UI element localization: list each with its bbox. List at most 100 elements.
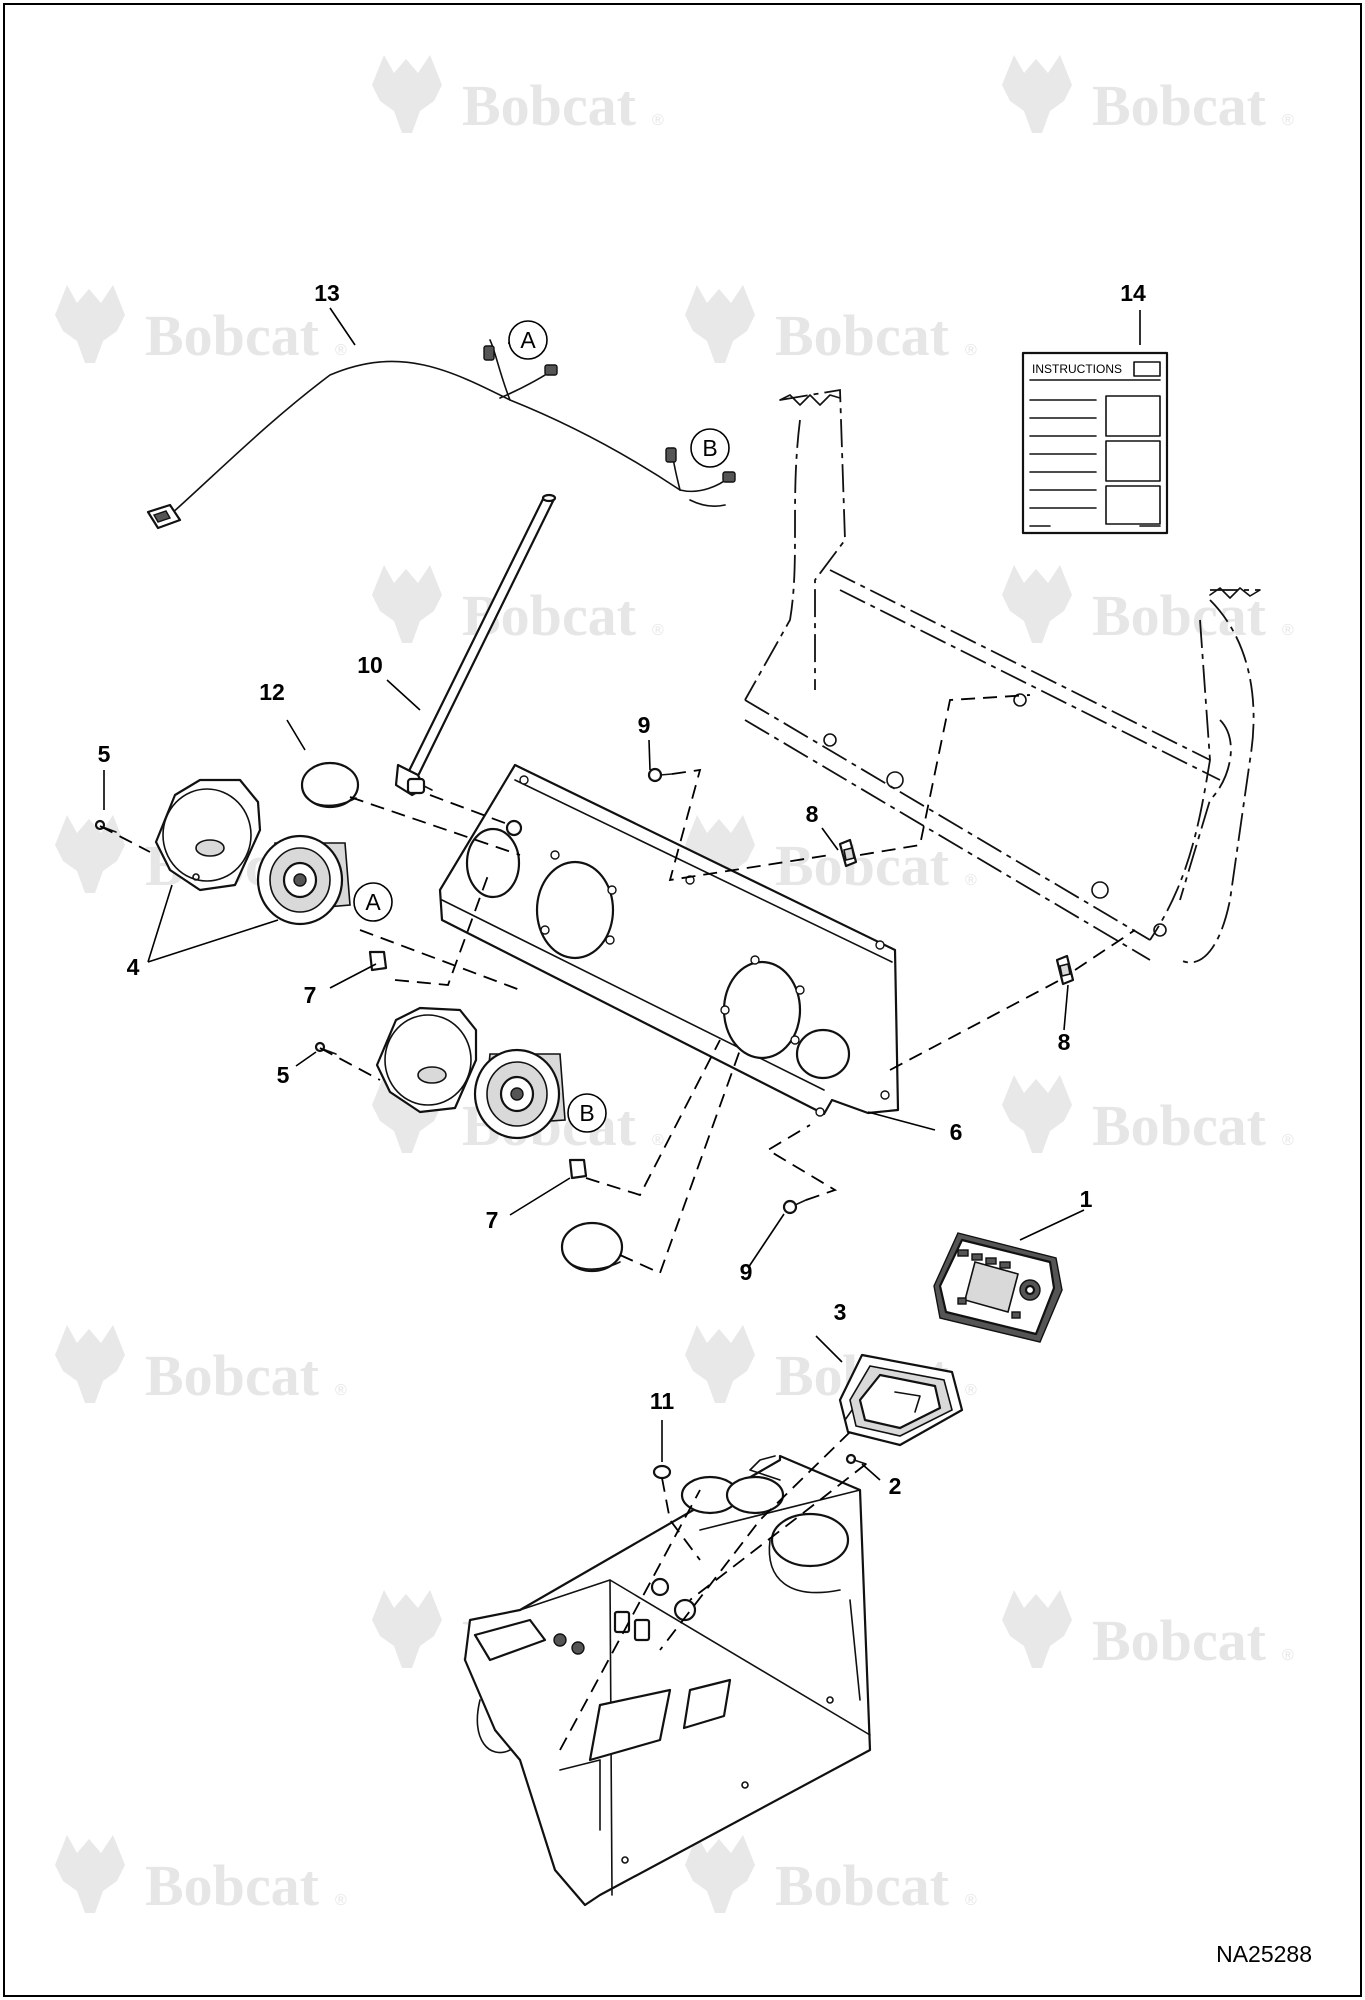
callout-1: 1	[1080, 1186, 1093, 1212]
bobcat-logo-icon	[372, 565, 442, 643]
callout-7-upper: 7	[304, 982, 317, 1008]
watermark-registered-mark: ®	[1282, 112, 1294, 129]
speaker-cover-lower	[560, 1221, 624, 1273]
bobcat-logo-icon	[1002, 565, 1072, 643]
callout-9-upper: 9	[638, 712, 651, 738]
bobcat-watermark: Bobcat®	[372, 565, 664, 648]
callout-9-lower: 9	[740, 1259, 753, 1285]
bobcat-logo-icon	[372, 55, 442, 133]
watermark-registered-mark: ®	[652, 622, 664, 639]
bobcat-watermark: Bobcat ®	[55, 285, 347, 368]
bobcat-watermark: Bobcat ®	[685, 285, 977, 368]
screw-9-upper	[647, 767, 673, 783]
callout-12: 12	[259, 679, 285, 705]
watermark-registered-mark: ®	[652, 1132, 664, 1149]
speaker-cover-upper	[300, 761, 360, 809]
watermark-registered-mark: ®	[965, 1892, 977, 1909]
watermark-text: Bobcat	[145, 303, 320, 368]
bobcat-logo-icon	[1002, 55, 1072, 133]
connector-marker-b-speaker: B	[567, 1093, 607, 1133]
callout-5-upper: 5	[98, 741, 111, 767]
bobcat-watermark: Bobcat ®	[55, 1325, 347, 1408]
figure-id: NA25288	[1216, 1941, 1312, 1967]
watermark-text: Bobcat	[1092, 73, 1267, 138]
watermark-registered-mark: ®	[965, 342, 977, 359]
watermark-registered-mark: ®	[335, 342, 347, 359]
bobcat-logo-icon	[372, 1590, 442, 1668]
bobcat-logo-icon	[55, 285, 125, 363]
bobcat-logo-icon	[685, 1835, 755, 1913]
bobcat-logo-icon	[55, 1325, 125, 1403]
screw-lower-5	[314, 1041, 337, 1055]
bobcat-logo-icon	[55, 815, 125, 893]
bobcat-logo-icon	[685, 1325, 755, 1403]
callout-2: 2	[889, 1473, 902, 1499]
watermark-registered-mark: ®	[1282, 1132, 1294, 1149]
instruction-sheet: INSTRUCTIONS	[1021, 351, 1169, 535]
watermark-registered-mark: ®	[965, 1382, 977, 1399]
bobcat-logo-icon	[685, 285, 755, 363]
watermark-text: Bobcat	[145, 1343, 320, 1408]
callout-5-lower: 5	[277, 1062, 290, 1088]
watermark-text: Bobcat	[775, 833, 950, 898]
watermark-text: Bobcat	[1092, 583, 1267, 648]
watermark-text: Bobcat	[1092, 1608, 1267, 1673]
diagram-border	[3, 3, 1362, 1997]
rops-crossmember	[744, 388, 1261, 964]
assembly-lines	[99, 694, 1136, 1751]
svg-text:B: B	[702, 435, 717, 461]
watermark-text: Bobcat	[775, 1853, 950, 1918]
watermark-registered-mark: ®	[335, 1892, 347, 1909]
bobcat-watermark: Bobcat ®	[685, 815, 977, 898]
clip-lower-7	[568, 1158, 588, 1180]
bobcat-watermark: Bobcat ®	[55, 1835, 347, 1918]
speaker-lower	[473, 1048, 566, 1140]
connector-marker-a-speaker: A	[353, 882, 393, 922]
speaker-upper	[256, 834, 351, 926]
bobcat-watermark: Bobcat ®	[1002, 1590, 1294, 1673]
watermark-text: Bobcat	[775, 303, 950, 368]
bracket-8-upper	[838, 838, 858, 868]
callout-11: 11	[650, 1388, 675, 1414]
callout-6: 6	[950, 1119, 963, 1145]
watermark-text: Bobcat	[145, 1853, 320, 1918]
leader-lines	[103, 307, 1141, 1481]
bobcat-watermark: Bobcat ®	[1002, 565, 1294, 648]
wire-harness	[146, 339, 736, 530]
screw-9-lower	[782, 1199, 807, 1215]
callout-3: 3	[834, 1299, 847, 1325]
callout-13: 13	[314, 280, 340, 306]
plug-11	[652, 1464, 672, 1480]
watermark-registered-mark: ®	[1282, 1647, 1294, 1664]
callout-8-lower: 8	[1058, 1029, 1071, 1055]
speaker-grille-upper	[154, 778, 262, 892]
speaker-panel	[438, 763, 900, 1117]
bobcat-watermark: Bobcat ®	[1002, 1075, 1294, 1158]
callout-8-upper: 8	[806, 801, 819, 827]
bobcat-watermark: Bobcat ®	[685, 1835, 977, 1918]
watermark-registered-mark: ®	[965, 872, 977, 889]
watermark-registered-mark: ®	[335, 1382, 347, 1399]
callout-4: 4	[127, 954, 140, 980]
svg-text:A: A	[365, 889, 381, 915]
bobcat-watermark: Bobcat ®	[372, 55, 664, 138]
radio-bezel	[838, 1353, 964, 1447]
watermark-registered-mark: ®	[1282, 622, 1294, 639]
watermark-registered-mark: ®	[652, 112, 664, 129]
svg-text:B: B	[579, 1100, 594, 1126]
callout-14: 14	[1120, 280, 1146, 306]
clip-upper-7	[368, 950, 388, 972]
bobcat-logo-icon	[1002, 1590, 1072, 1668]
bobcat-watermark: Bobcat ®	[1002, 55, 1294, 138]
antenna	[394, 493, 557, 797]
radio-unit	[933, 1232, 1063, 1343]
watermark-text: Bobcat	[462, 73, 637, 138]
connector-marker-a-harness: A	[508, 320, 548, 360]
center-console	[463, 1454, 872, 1907]
watermark-text: Bobcat	[1092, 1093, 1267, 1158]
callout-10: 10	[357, 652, 383, 678]
instruction-sheet-title: INSTRUCTIONS	[1032, 362, 1122, 376]
svg-text:A: A	[520, 327, 536, 353]
bobcat-logo-icon	[55, 1835, 125, 1913]
